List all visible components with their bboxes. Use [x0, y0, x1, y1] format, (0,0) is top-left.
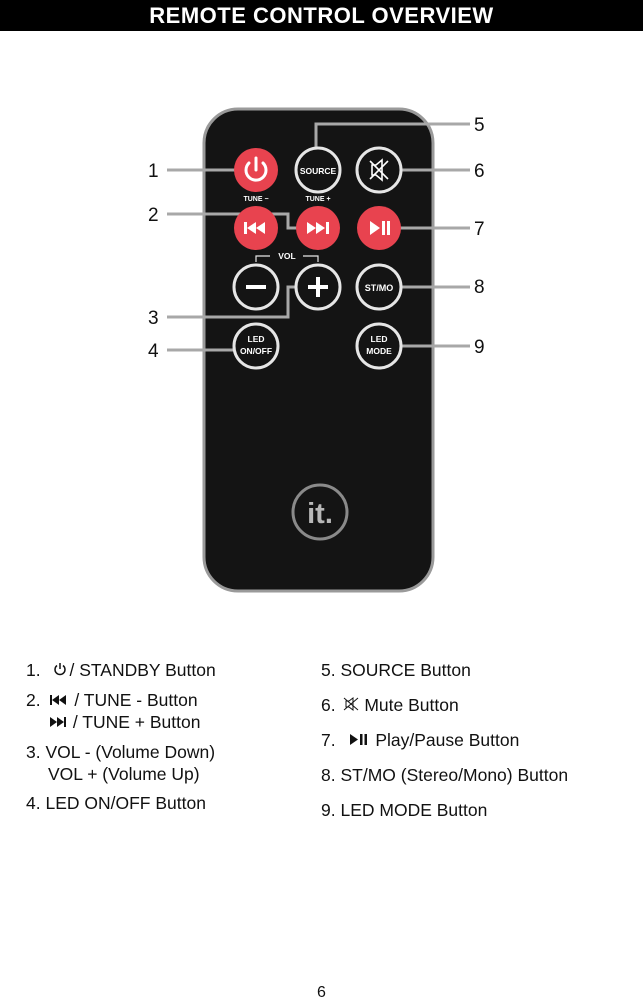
- source-button[interactable]: SOURCE: [294, 146, 342, 194]
- power-button[interactable]: [234, 148, 278, 192]
- play-pause-icon: [350, 733, 368, 745]
- callout-3: 3: [148, 308, 159, 329]
- legend-num-1: 1.: [26, 660, 41, 680]
- vol-down-button[interactable]: [232, 263, 280, 311]
- legend-item-5: 5. SOURCE Button: [321, 660, 568, 682]
- legend-left: 1. / STANDBY Button 2. / TUNE - Button /…: [26, 660, 216, 823]
- legend-num-8: 8.: [321, 764, 336, 785]
- stmo-button[interactable]: ST/MO: [355, 263, 403, 311]
- led-mode-label-2: MODE: [366, 346, 392, 356]
- legend-item-6: 6. Mute Button: [321, 695, 568, 717]
- legend-num-4: 4.: [26, 793, 41, 814]
- skip-back-icon: [50, 694, 67, 705]
- legend-text-9: LED MODE Button: [340, 799, 488, 820]
- legend-item-3: 3. VOL - (Volume Down) VOL + (Volume Up): [26, 742, 216, 786]
- legend-text-5: SOURCE Button: [340, 660, 471, 680]
- logo-text: it.: [307, 498, 333, 530]
- legend-item-2: 2. / TUNE - Button / TUNE + Button: [26, 690, 216, 734]
- led-mode-label-1: LED: [371, 334, 388, 344]
- led-mode-button[interactable]: LED MODE: [355, 322, 403, 370]
- legend-item-9: 9. LED MODE Button: [321, 800, 568, 822]
- play-pause-icon: [370, 221, 390, 235]
- legend-right: 5. SOURCE Button 6. Mute Button 7. Play/…: [321, 660, 568, 829]
- legend-text-2a: / TUNE - Button: [74, 689, 198, 710]
- skip-forward-icon: [50, 716, 66, 727]
- play-pause-button[interactable]: [357, 206, 401, 250]
- page-title: REMOTE CONTROL OVERVIEW: [149, 2, 494, 28]
- legend-text-2b: / TUNE + Button: [72, 711, 201, 732]
- callout-2: 2: [148, 205, 159, 226]
- legend-item-8: 8. ST/MO (Stereo/Mono) Button: [321, 765, 568, 787]
- legend-text-3b: VOL + (Volume Up): [48, 763, 200, 784]
- callout-6: 6: [474, 161, 485, 182]
- tune-minus-label: TUNE −: [243, 196, 268, 203]
- legend-item-1: 1. / STANDBY Button: [26, 660, 216, 682]
- led-onoff-button[interactable]: LED ON/OFF: [232, 322, 280, 370]
- legend-num-7: 7.: [321, 729, 336, 750]
- mute-icon: [344, 696, 359, 711]
- power-icon: [244, 156, 268, 182]
- legend-num-2: 2.: [26, 689, 41, 710]
- legend-num-5: 5.: [321, 660, 336, 680]
- source-label: SOURCE: [300, 166, 337, 176]
- legend-text-3a: VOL - (Volume Down): [45, 741, 216, 762]
- callout-lines: [167, 122, 470, 352]
- led-onoff-label-1: LED: [248, 334, 265, 344]
- tune-minus-button[interactable]: [234, 206, 278, 250]
- brand-logo: it.: [291, 483, 349, 541]
- legend-text-1: / STANDBY Button: [69, 660, 216, 680]
- legend-item-4: 4. LED ON/OFF Button: [26, 793, 216, 815]
- mute-icon: [369, 158, 389, 182]
- callout-9: 9: [474, 337, 485, 358]
- legend-item-7: 7. Play/Pause Button: [321, 730, 568, 752]
- legend-text-6: Mute Button: [364, 694, 459, 715]
- tune-plus-label: TUNE +: [305, 196, 330, 203]
- skip-forward-icon: [307, 222, 329, 234]
- callout-1: 1: [148, 161, 159, 182]
- skip-back-icon: [244, 222, 265, 234]
- vol-bracket: [255, 255, 319, 262]
- legend-text-7: Play/Pause Button: [375, 729, 520, 750]
- page-number: 6: [317, 984, 326, 1001]
- callout-7: 7: [474, 219, 485, 240]
- title-bar: REMOTE CONTROL OVERVIEW: [0, 0, 643, 31]
- mute-button[interactable]: [355, 146, 403, 194]
- led-onoff-label-2: ON/OFF: [240, 346, 272, 356]
- minus-icon: [246, 285, 266, 289]
- callout-4: 4: [148, 341, 159, 362]
- power-icon: [54, 663, 67, 676]
- legend-text-8: ST/MO (Stereo/Mono) Button: [340, 764, 569, 785]
- plus-icon: [308, 277, 328, 297]
- legend-num-9: 9.: [321, 799, 336, 820]
- callout-5: 5: [474, 115, 485, 136]
- callout-8: 8: [474, 277, 485, 298]
- legend-num-3: 3.: [26, 741, 41, 762]
- legend-num-6: 6.: [321, 694, 336, 715]
- legend-text-4: LED ON/OFF Button: [45, 793, 206, 814]
- vol-label: VOL: [278, 251, 295, 261]
- tune-plus-button[interactable]: [296, 206, 340, 250]
- remote-diagram: 1 2 3 4 5 6 7 8 9 SOURCE TUNE − TUNE +: [148, 107, 485, 593]
- vol-up-button[interactable]: [294, 263, 342, 311]
- stmo-label: ST/MO: [365, 283, 394, 293]
